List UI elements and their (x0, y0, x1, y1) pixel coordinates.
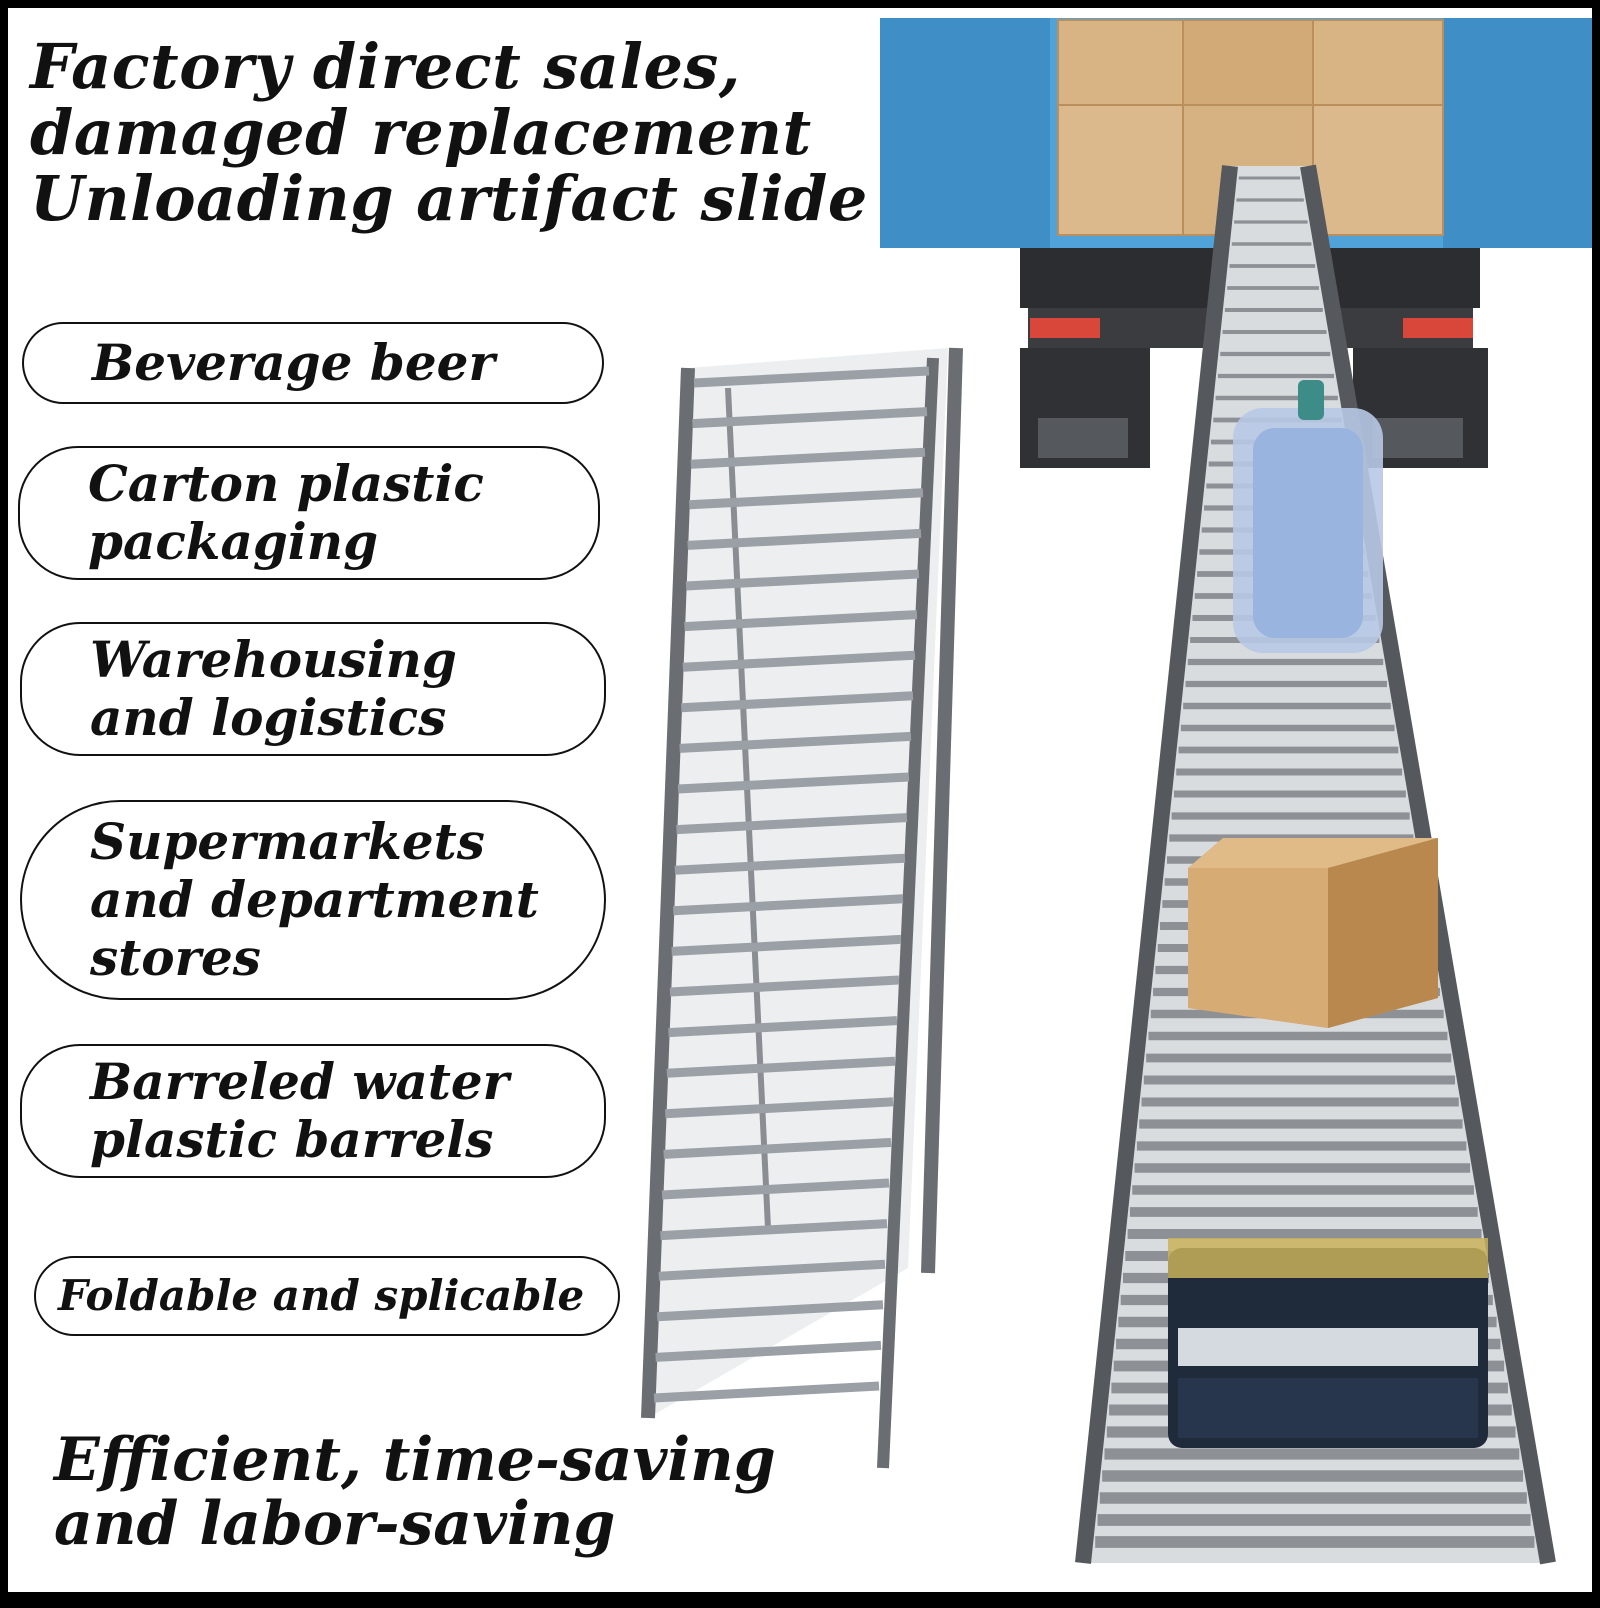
roller (690, 447, 926, 469)
roller (666, 1056, 896, 1078)
application-label: stores (90, 928, 261, 987)
roller (660, 1219, 888, 1241)
application-label: Warehousing (90, 630, 457, 689)
bottled-beverage-pack (1168, 1238, 1488, 1448)
application-label: Barreled water (90, 1052, 510, 1111)
roller (664, 1097, 894, 1119)
roller (687, 528, 922, 550)
cardboard-box (1188, 838, 1438, 1028)
roller (688, 488, 924, 510)
tagline: Efficient, time-saving and labor-saving (54, 1428, 814, 1556)
roller (653, 1381, 880, 1403)
roller (655, 1340, 882, 1362)
application-label: packaging (88, 512, 379, 571)
application-warehousing-logistics: Warehousing and logistics (20, 622, 606, 756)
truck-illustration (880, 18, 1592, 468)
roller (669, 975, 900, 997)
roller (663, 1137, 892, 1159)
roller (668, 1016, 898, 1038)
product-banner: Factory direct sales, damaged replacemen… (8, 8, 1592, 1592)
roller (684, 610, 918, 632)
roller (674, 853, 906, 875)
roller (693, 366, 930, 388)
roller (671, 934, 902, 956)
application-carton-plastic-packaging: Carton plastic packaging (18, 446, 600, 580)
tagline-line-2: and labor-saving (54, 1489, 616, 1559)
application-label: Supermarkets (90, 812, 485, 871)
roller (658, 1259, 886, 1281)
roller (692, 407, 928, 429)
application-supermarkets-department-stores: Supermarkets and department stores (20, 800, 606, 1000)
application-label: and logistics (90, 688, 447, 747)
roller (680, 691, 914, 713)
application-label: Beverage beer (92, 333, 495, 392)
headline-line-3: Unloading artifact slide (30, 162, 868, 235)
roller (677, 772, 910, 794)
roller (685, 569, 920, 591)
folded-conveyor (641, 347, 963, 1469)
application-label: plastic barrels (90, 1110, 494, 1169)
application-barreled-water: Barreled water plastic barrels (20, 1044, 606, 1178)
feature-label: Foldable and splicable (58, 1271, 585, 1320)
application-beverage-beer: Beverage beer (22, 322, 604, 404)
headline-line-2: damaged replacement (30, 96, 812, 169)
tagline-line-1: Efficient, time-saving (54, 1425, 776, 1495)
roller (676, 813, 908, 835)
application-label: Carton plastic (88, 454, 484, 513)
roller (672, 894, 904, 916)
application-label: and department (90, 870, 539, 929)
roller (656, 1300, 884, 1322)
roller (679, 731, 912, 753)
roller (682, 650, 916, 672)
product-illustration (641, 18, 1592, 1565)
headline: Factory direct sales, damaged replacemen… (30, 34, 870, 232)
folded-rollers (653, 366, 930, 1403)
headline-line-1: Factory direct sales, (30, 30, 741, 103)
water-barrel-package (1233, 380, 1383, 653)
roller (661, 1178, 890, 1200)
feature-foldable-splicable: Foldable and splicable (34, 1256, 620, 1336)
